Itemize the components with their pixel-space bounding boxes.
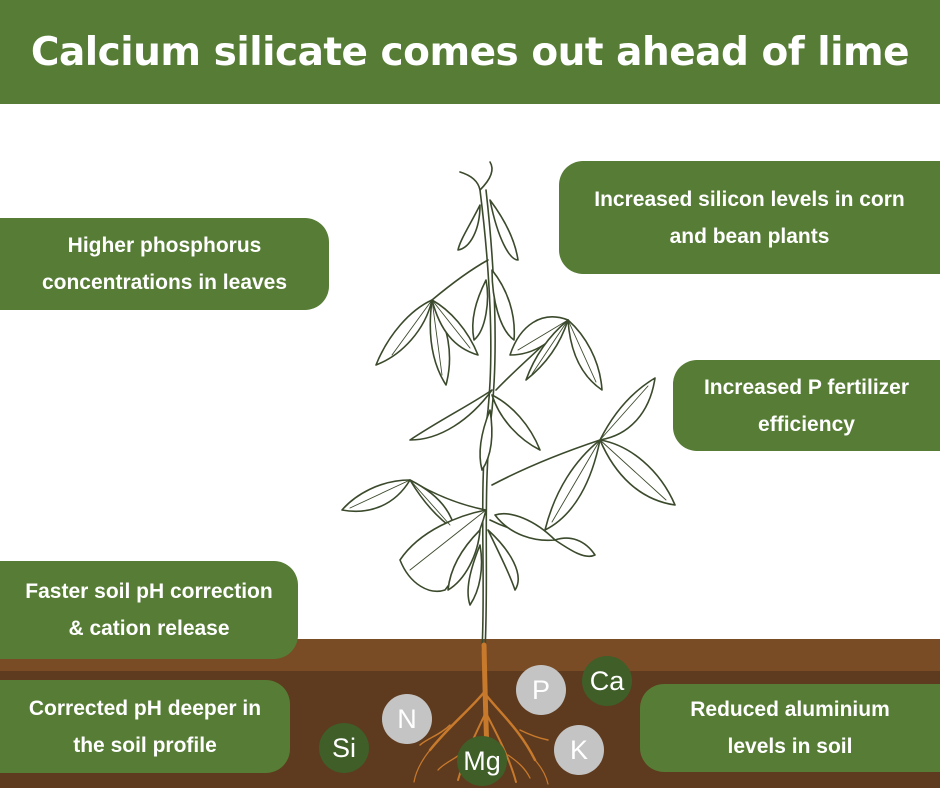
nutrient-k-label: K	[569, 734, 588, 765]
nutrient-p-circle: P	[516, 665, 566, 715]
nutrient-p-label: P	[531, 674, 550, 705]
nutrient-ca-circle: Ca	[582, 656, 632, 706]
benefit-aluminium: Reduced aluminium levels in soil	[640, 684, 940, 772]
nutrient-n-label: N	[397, 703, 417, 734]
nutrient-k-circle: K	[554, 725, 604, 775]
benefit-soil-ph-text: Faster soil pH correction & cation relea…	[25, 580, 273, 640]
title-banner: Calcium silicate comes out ahead of lime	[0, 0, 940, 104]
benefit-silicon-levels-text: Increased silicon levels in corn and bea…	[594, 187, 905, 248]
nutrient-mg-label: Mg	[463, 745, 501, 776]
benefit-phosphorus-leaves: Higher phosphorus concentrations in leav…	[0, 218, 329, 310]
nutrient-si-label: Si	[331, 732, 356, 763]
benefit-silicon-levels: Increased silicon levels in corn and bea…	[559, 161, 940, 274]
benefit-aluminium-text: Reduced aluminium levels in soil	[690, 698, 890, 758]
benefit-p-fertilizer-text: Increased P fertilizer efficiency	[703, 375, 910, 436]
benefit-soil-ph: Faster soil pH correction & cation relea…	[0, 561, 298, 659]
benefit-deeper-ph-text: Corrected pH deeper in the soil profile	[28, 696, 262, 757]
page-title: Calcium silicate comes out ahead of lime	[30, 29, 910, 75]
nutrient-ca-label: Ca	[589, 665, 625, 696]
benefit-p-fertilizer: Increased P fertilizer efficiency	[673, 360, 940, 451]
nutrient-n-circle: N	[382, 694, 432, 744]
nutrient-mg-circle: Mg	[457, 736, 507, 786]
nutrient-si-circle: Si	[319, 723, 369, 773]
benefit-deeper-ph: Corrected pH deeper in the soil profile	[0, 680, 290, 773]
benefit-phosphorus-leaves-text: Higher phosphorus concentrations in leav…	[41, 234, 288, 294]
soybean-plant-illustration	[341, 161, 676, 785]
